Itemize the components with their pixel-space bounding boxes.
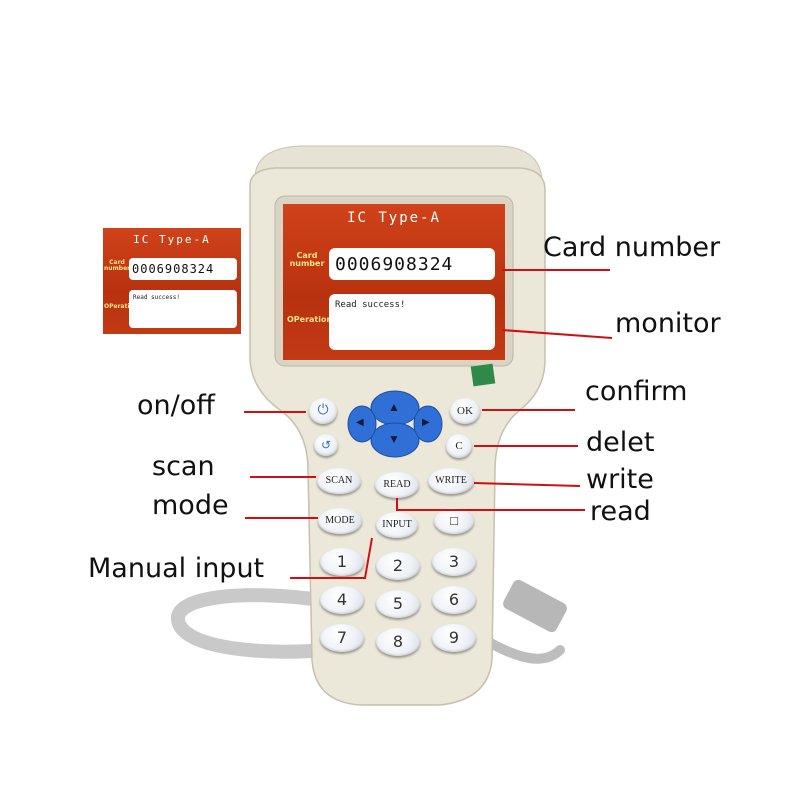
key-7[interactable]: 7 xyxy=(320,624,364,652)
mode-button-label: MODE xyxy=(325,515,355,526)
read-button-label: READ xyxy=(383,479,411,490)
callout-scan: scan xyxy=(152,451,215,482)
mode-button[interactable]: MODE xyxy=(318,508,362,534)
key-5[interactable]: 5 xyxy=(376,590,420,618)
callout-read: read xyxy=(590,496,651,527)
inset-card-number-value: 0006908324 xyxy=(132,262,215,276)
operation-message: Read success! xyxy=(335,300,406,310)
input-button-label: INPUT xyxy=(382,519,412,530)
inset-operation-box: Read success! xyxy=(129,290,237,328)
main-screen: IC Type-A Card number 0006908324 OPerati… xyxy=(283,204,505,360)
right-key[interactable] xyxy=(413,405,443,443)
input-button[interactable]: INPUT xyxy=(376,512,418,538)
inset-screen-title: IC Type-A xyxy=(133,233,211,246)
key-5-label: 5 xyxy=(392,594,404,613)
inset-card-number-box: 0006908324 xyxy=(129,258,237,280)
key-8-label: 8 xyxy=(392,632,404,651)
key-3-label: 3 xyxy=(448,552,460,571)
clear-button[interactable]: C xyxy=(446,434,472,458)
callout-on-off: on/off xyxy=(137,390,215,421)
key-8[interactable]: 8 xyxy=(376,628,420,656)
key-4[interactable]: 4 xyxy=(320,586,364,614)
square-icon: □ xyxy=(450,513,458,528)
callout-confirm: confirm xyxy=(585,376,688,407)
lanyard-clip xyxy=(503,579,567,633)
key-6-label: 6 xyxy=(448,590,460,609)
key-1[interactable]: 1 xyxy=(320,548,364,576)
inset-operation-label: OPeration xyxy=(104,303,138,310)
up-arrow-icon: ▲ xyxy=(388,400,400,414)
lanyard-strap xyxy=(171,588,332,659)
leader-read xyxy=(396,498,585,511)
down-arrow-icon: ▼ xyxy=(388,432,400,446)
direction-pad xyxy=(347,390,443,458)
power-icon: ⏻ xyxy=(317,403,329,418)
ok-button[interactable]: OK xyxy=(450,398,480,424)
screen-title: IC Type-A xyxy=(347,210,441,226)
card-number-label: Card number xyxy=(289,251,325,268)
key-4-label: 4 xyxy=(336,590,348,609)
left-key[interactable] xyxy=(347,405,377,443)
clear-button-label: C xyxy=(455,440,463,452)
power-button[interactable]: ⏻ xyxy=(309,398,337,424)
callout-write: write xyxy=(586,464,654,495)
card-number-value: 0006908324 xyxy=(335,254,454,275)
operation-label: OPeration xyxy=(287,315,333,324)
back-button[interactable]: ↺ xyxy=(314,434,338,456)
write-button[interactable]: WRITE xyxy=(428,468,474,494)
right-arrow-icon: ▶ xyxy=(422,417,430,428)
scan-button-label: SCAN xyxy=(325,475,353,486)
key-6[interactable]: 6 xyxy=(432,586,476,614)
card-number-box: 0006908324 xyxy=(329,248,495,280)
back-icon: ↺ xyxy=(320,438,332,452)
square-button[interactable]: □ xyxy=(434,508,474,534)
left-arrow-icon: ◀ xyxy=(356,417,364,428)
inset-screen: IC Type-A Card number 0006908324 OPerati… xyxy=(103,228,241,334)
scan-button[interactable]: SCAN xyxy=(317,468,361,494)
ok-button-label: OK xyxy=(457,405,473,417)
key-3[interactable]: 3 xyxy=(432,548,476,576)
write-button-label: WRITE xyxy=(435,475,467,486)
callout-manual-input: Manual input xyxy=(88,553,265,584)
key-2-label: 2 xyxy=(392,556,404,575)
brand-logo-mark xyxy=(470,363,496,387)
key-1-label: 1 xyxy=(336,552,348,571)
key-2[interactable]: 2 xyxy=(376,552,420,580)
callout-monitor: monitor xyxy=(615,308,721,339)
callout-delet: delet xyxy=(586,427,655,458)
key-9-label: 9 xyxy=(448,628,460,647)
key-7-label: 7 xyxy=(336,628,348,647)
callout-card-number: Card number xyxy=(543,232,721,263)
key-9[interactable]: 9 xyxy=(432,624,476,652)
leader-write xyxy=(473,482,581,487)
leader-monitor xyxy=(501,329,613,339)
read-button[interactable]: READ xyxy=(375,472,419,498)
leader-manual-input xyxy=(290,537,373,579)
inset-card-number-label: Card number xyxy=(104,259,131,272)
operation-box: Read success! xyxy=(329,294,495,350)
inset-operation-message: Read success! xyxy=(133,294,180,301)
down-key[interactable] xyxy=(370,422,420,458)
callout-mode: mode xyxy=(152,490,229,521)
lanyard-strap-right xyxy=(480,635,565,664)
